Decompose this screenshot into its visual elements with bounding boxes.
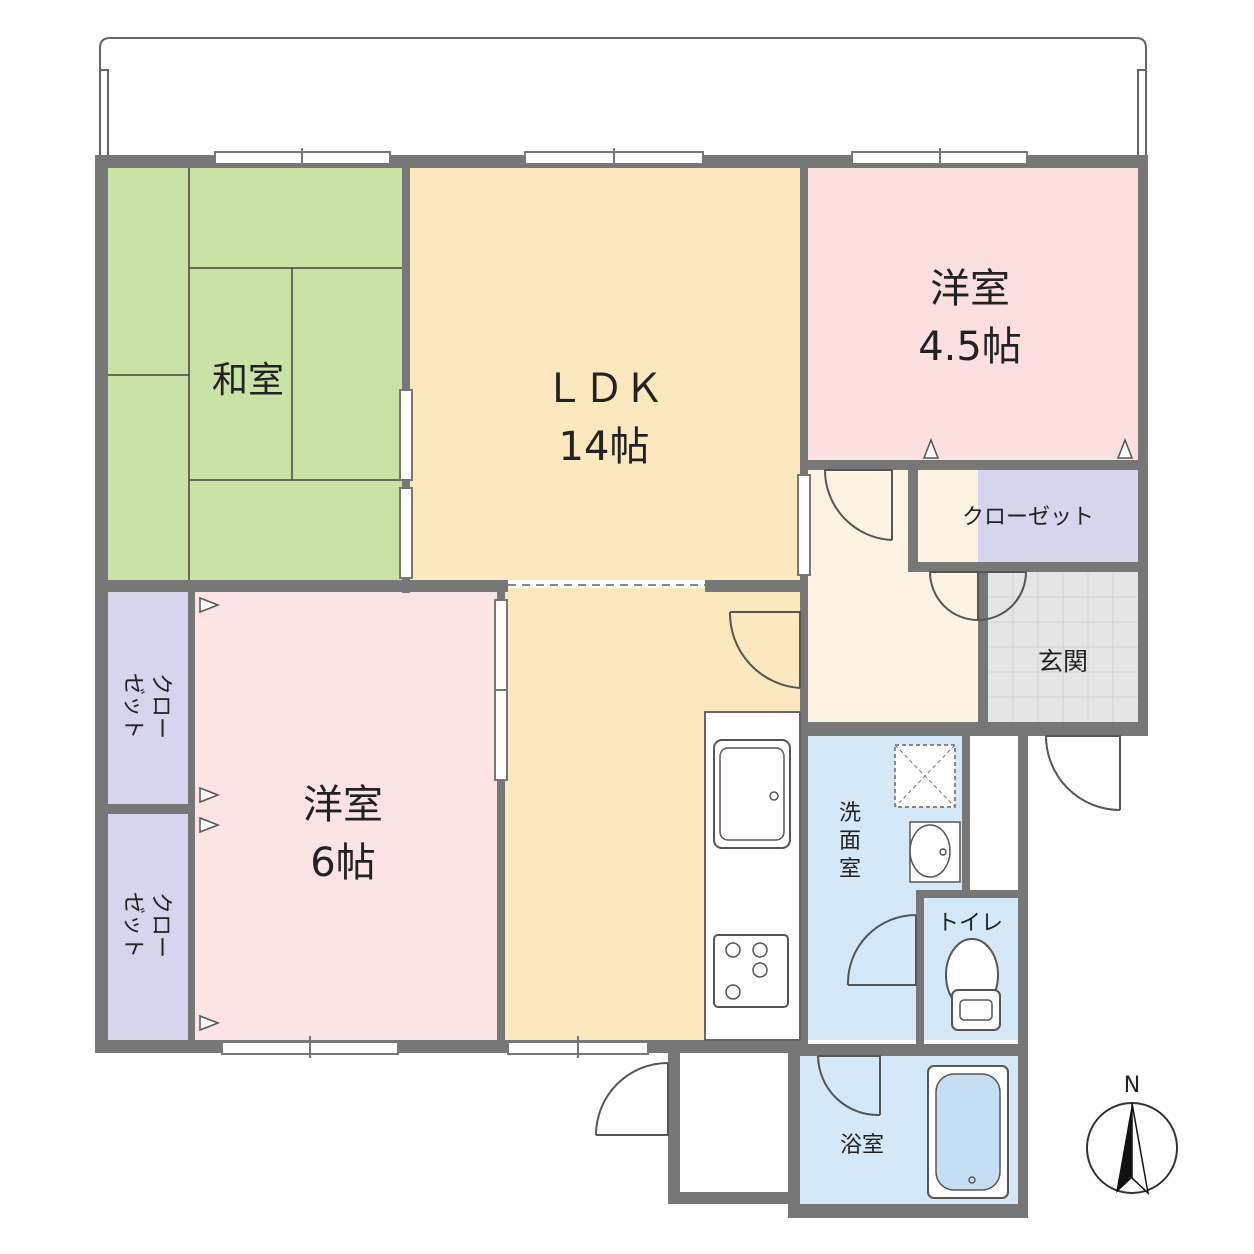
closet-north-label: クローゼット	[962, 505, 1094, 530]
washitsu-label: 和室	[212, 360, 284, 401]
closet-west-upper	[108, 592, 188, 804]
senmenshitsu-lower	[808, 890, 918, 1040]
doors	[595, 469, 1121, 1136]
closet-west-lower-label: クロー ゼット	[120, 892, 173, 958]
balcony-rail	[99, 37, 1147, 155]
balcony-rail-inner	[100, 69, 1146, 155]
windows	[214, 148, 1028, 1058]
kitchen-counter	[704, 711, 801, 1041]
ldk-room	[410, 168, 800, 580]
yoshitsu-south-label: 洋室	[303, 782, 383, 828]
north-compass-icon: N	[1086, 1073, 1178, 1196]
svg-text:クロー: クロー	[148, 892, 173, 958]
yoshitsu-south-room	[195, 592, 497, 1040]
yokushitsu-label: 浴室	[840, 1133, 884, 1158]
stove-icon	[713, 934, 789, 1008]
genkan-tiles	[988, 572, 1138, 722]
tatami-lines	[108, 168, 402, 580]
washitsu-room	[108, 168, 402, 580]
ldk-size-label: 14帖	[559, 424, 650, 470]
compass-north-label: N	[1124, 1073, 1140, 1098]
closet-west-lower	[108, 814, 188, 1040]
yoshitsu-north-label: 洋室	[930, 266, 1010, 312]
senmenshitsu-label: 洗面室	[839, 801, 861, 882]
kitchen-sink-icon	[713, 739, 791, 849]
toilet-icon	[945, 938, 1001, 1031]
yoshitsu-north-room	[808, 168, 1138, 460]
yoshitsu-north-size-label: 4.5帖	[918, 324, 1022, 370]
washroom-fixtures	[894, 744, 961, 883]
yoshitsu-south-size-label: 6帖	[310, 840, 375, 886]
closet-west-upper-label: クロー ゼット	[120, 673, 173, 739]
bathtub-icon	[927, 1065, 1009, 1199]
svg-text:クロー: クロー	[148, 673, 173, 739]
svg-text:ゼット: ゼット	[120, 673, 145, 739]
svg-text:ゼット: ゼット	[120, 892, 145, 958]
ldk-label: ＬＤＫ	[544, 366, 664, 412]
genkan-label: 玄関	[1038, 647, 1088, 676]
closet-door-arrows	[199, 437, 1134, 1032]
toilet-label: トイレ	[937, 911, 1003, 936]
